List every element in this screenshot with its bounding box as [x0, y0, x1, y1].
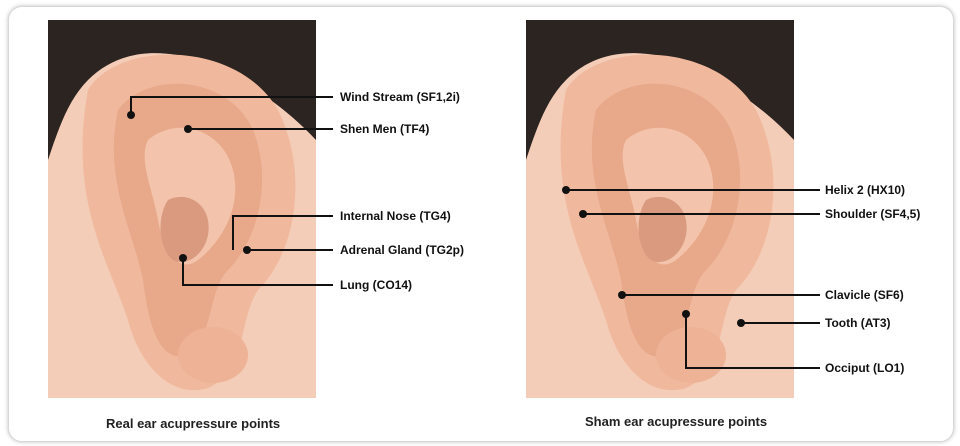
label-lung: Lung (CO14)	[340, 278, 412, 292]
caption-sham: Sham ear acupressure points	[585, 414, 767, 429]
caption-real: Real ear acupressure points	[106, 416, 280, 431]
label-helix-2: Helix 2 (HX10)	[825, 183, 905, 197]
label-internal-nose: Internal Nose (TG4)	[340, 209, 451, 223]
sham-ear-photo	[526, 20, 794, 398]
label-occiput: Occiput (LO1)	[825, 361, 904, 375]
label-clavicle: Clavicle (SF6)	[825, 288, 904, 302]
real-ear-photo	[48, 20, 316, 398]
label-adrenal-gland: Adrenal Gland (TG2p)	[340, 243, 464, 257]
label-shoulder: Shoulder (SF4,5)	[825, 207, 920, 221]
label-tooth: Tooth (AT3)	[825, 316, 891, 330]
label-wind-stream: Wind Stream (SF1,2i)	[340, 90, 460, 104]
label-shen-men: Shen Men (TF4)	[340, 122, 429, 136]
